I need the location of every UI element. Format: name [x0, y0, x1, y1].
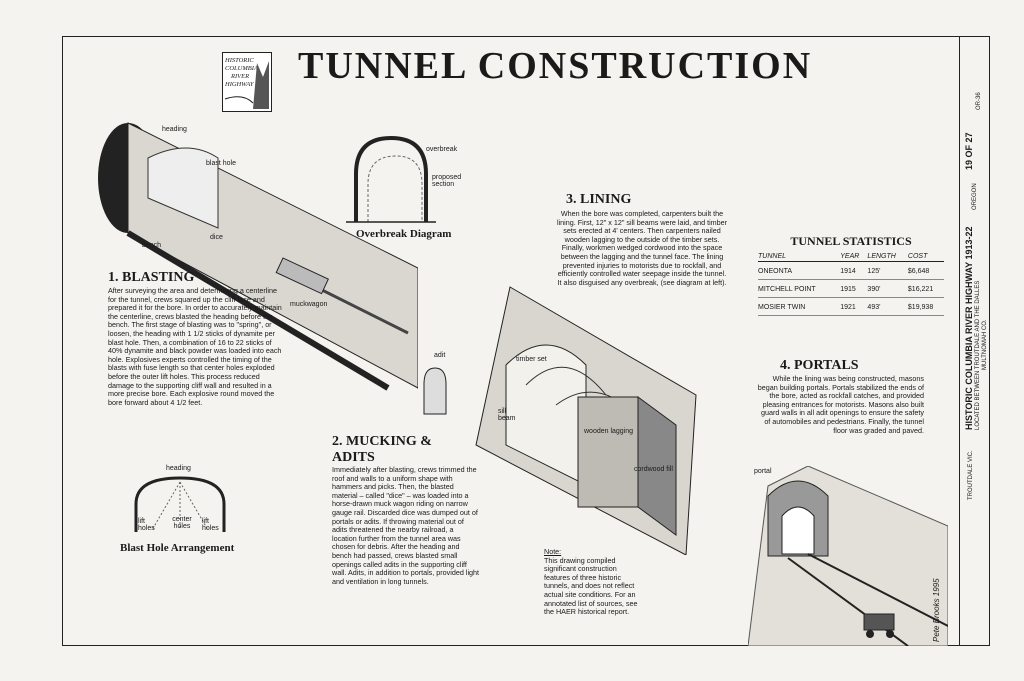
note-block: Note: This drawing compiled significant …: [544, 547, 644, 617]
logo-line: HISTORIC: [225, 57, 254, 64]
label-lift-holes-right: lift holes: [202, 518, 219, 532]
label-cordwood-fill: cordwood fill: [634, 466, 673, 473]
cell: $19,938: [907, 297, 944, 316]
note-text: This drawing compiled significant constr…: [544, 555, 638, 617]
col-cost: COST: [907, 252, 944, 262]
highway-logo: HISTORIC COLUMBIA RIVER HIGHWAY: [222, 52, 272, 112]
label-timber-set: timber set: [516, 356, 547, 363]
drawing-border: [62, 36, 960, 646]
mucking-text: Immediately after blasting, crews trimme…: [332, 465, 480, 586]
overbreak-diagram: [346, 135, 436, 223]
stats-table: TUNNEL YEAR LENGTH COST ONEONTA 1914 125…: [758, 252, 944, 316]
blast-hole-diagram: [134, 476, 226, 532]
overbreak-caption: Overbreak Diagram: [356, 228, 452, 240]
titleblock-survey: OR-36: [976, 92, 982, 110]
label-proposed-section: proposed section: [432, 174, 462, 188]
page-title: TUNNEL CONSTRUCTION: [298, 45, 813, 87]
cell: MITCHELL POINT: [758, 279, 841, 298]
titleblock-place: TROUTDALE VIC.: [968, 450, 974, 500]
table-row: ONEONTA 1914 125' $6,648: [758, 261, 944, 280]
cell: ONEONTA: [758, 261, 841, 280]
col-length: LENGTH: [867, 252, 908, 262]
blast-hole-caption: Blast Hole Arrangement: [120, 542, 235, 554]
label-blast-heading: heading: [166, 465, 191, 472]
table-row: MITCHELL POINT 1915 390' $16,221: [758, 279, 944, 298]
cell: 1914: [840, 261, 868, 280]
cell: $6,648: [907, 261, 944, 280]
cell: MOSIER TWIN: [758, 297, 841, 316]
label-overbreak: overbreak: [426, 146, 458, 153]
portal-illustration: [748, 466, 948, 646]
cell: 1921: [840, 297, 868, 316]
cell: $16,221: [907, 279, 944, 298]
cell: 390': [867, 279, 908, 298]
stats-heading: TUNNEL STATISTICS: [790, 234, 912, 248]
mucking-heading: 2. MUCKING & ADITS: [332, 434, 432, 465]
portals-text: While the lining was being constructed, …: [757, 374, 924, 435]
signature: Pete Brooks 1995: [932, 578, 941, 642]
logo-line: HIGHWAY: [225, 81, 254, 88]
label-portal: portal: [754, 468, 772, 475]
adit-illustration: [423, 367, 447, 415]
logo-line: COLUMBIA: [225, 65, 258, 72]
titleblock-main: HISTORIC COLUMBIA RIVER HIGHWAY 1913-22: [964, 226, 974, 430]
cell: 125': [867, 261, 908, 280]
cell: 1915: [840, 279, 868, 298]
lining-text: When the bore was completed, carpenters …: [556, 209, 728, 287]
table-row: MOSIER TWIN 1921 493' $19,938: [758, 297, 944, 316]
label-muckwagon: muckwagon: [290, 301, 328, 308]
col-year: YEAR: [840, 252, 868, 262]
logo-mountain-icon: [224, 61, 269, 109]
col-tunnel: TUNNEL: [758, 252, 841, 262]
titleblock-county: MULTNOMAH CO.: [982, 319, 988, 370]
label-center-holes: center holes: [172, 516, 192, 530]
titleblock-sheet: 19 OF 27: [964, 132, 974, 170]
label-heading: heading: [162, 126, 187, 133]
label-wooden-lagging: wooden lagging: [584, 428, 634, 435]
blasting-text: After surveying the area and determining…: [108, 286, 282, 407]
portals-heading: 4. PORTALS: [780, 358, 859, 373]
cell: 493': [867, 297, 908, 316]
label-lift-holes-left: lift holes: [138, 518, 155, 532]
label-bench: bench: [142, 242, 162, 249]
titleblock-state: OREGON: [972, 183, 978, 210]
titleblock-sub: LOCATED BETWEEN TROUTDALE AND THE DALLES: [975, 280, 981, 430]
tunnel-statistics: TUNNEL STATISTICS TUNNEL YEAR LENGTH COS…: [758, 234, 944, 316]
lining-heading: 3. LINING: [566, 192, 632, 207]
stats-header-row: TUNNEL YEAR LENGTH COST: [758, 252, 944, 262]
lining-tunnel-illustration: [475, 286, 697, 555]
label-blast-hole: blast hole: [206, 160, 236, 167]
label-adit: adit: [434, 352, 446, 359]
blasting-heading: 1. BLASTING: [108, 270, 195, 285]
blasting-tunnel-illustration: [98, 122, 418, 391]
logo-line: RIVER: [231, 73, 250, 80]
label-dice: dice: [210, 234, 223, 241]
note-heading: Note:: [544, 547, 562, 556]
title-block: [960, 36, 990, 646]
label-sill-beam: sill beam: [498, 408, 516, 422]
